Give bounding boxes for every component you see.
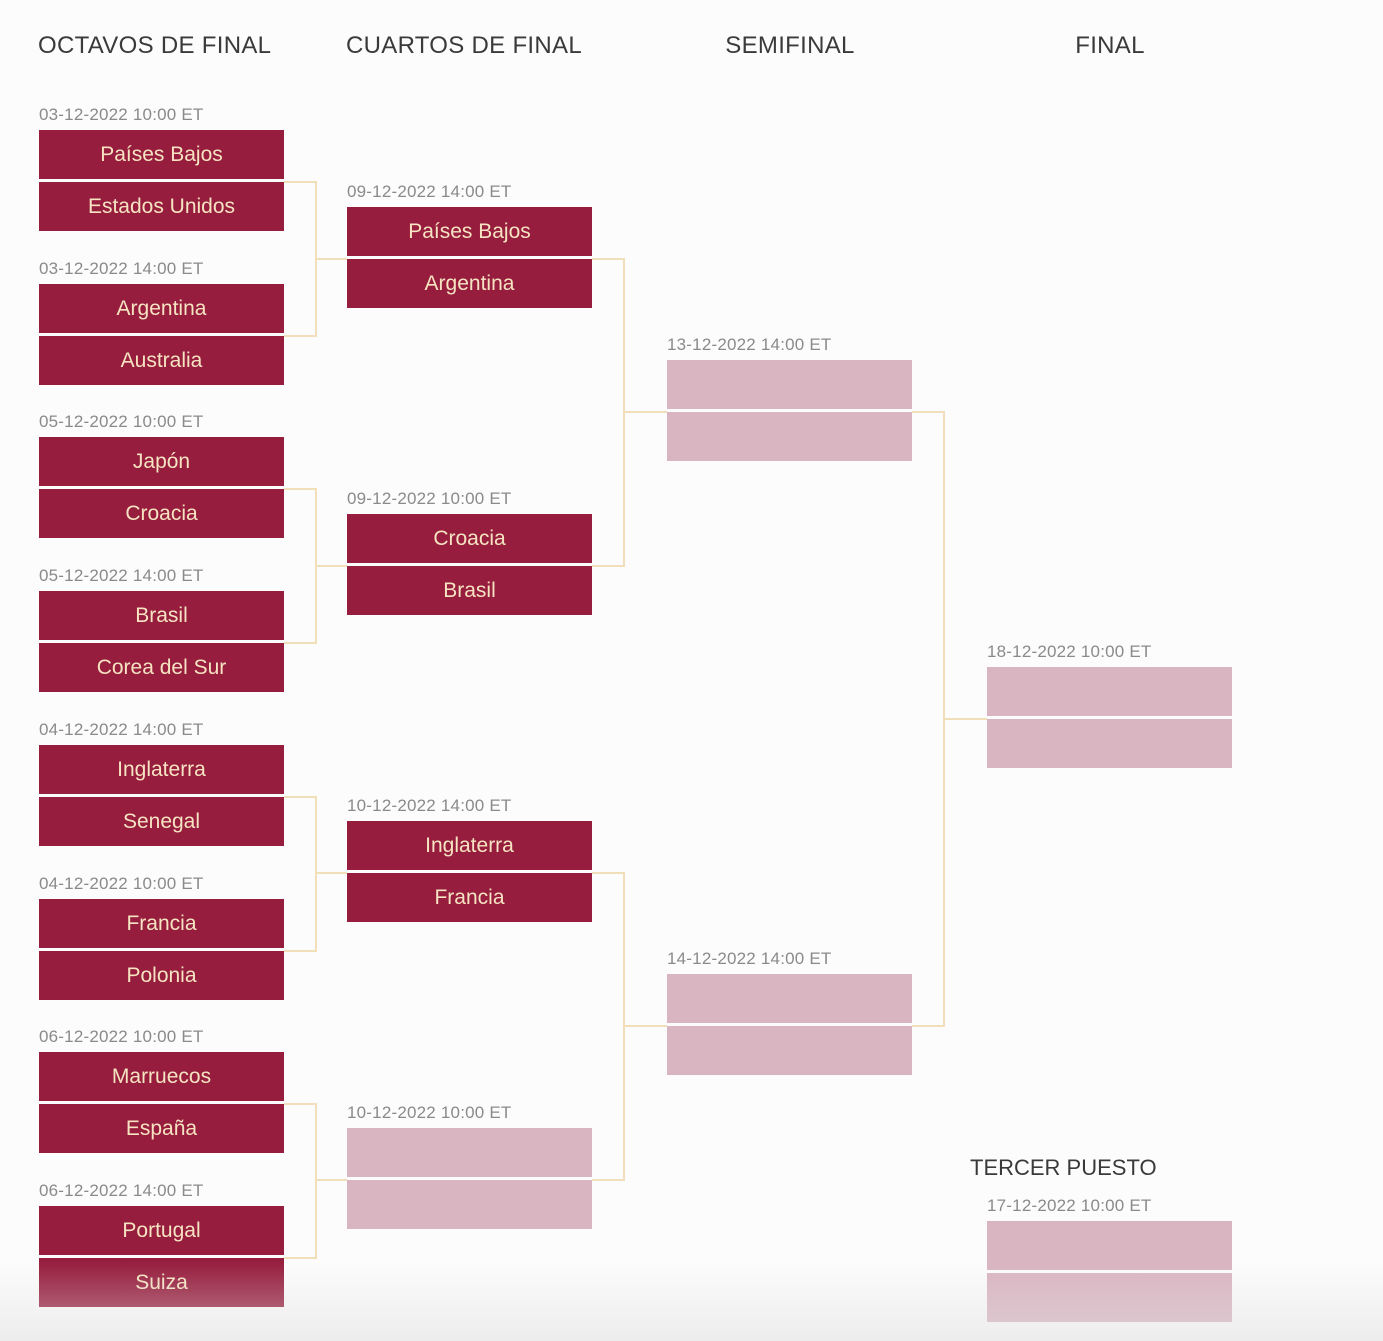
match-tercer-1: 17-12-2022 10:00 ET <box>987 1196 1232 1322</box>
team-slot[interactable]: Francia <box>347 873 592 922</box>
team-slot[interactable]: Estados Unidos <box>39 182 284 231</box>
match-date: 14-12-2022 14:00 ET <box>667 949 832 968</box>
team-slot[interactable]: Inglaterra <box>39 745 284 794</box>
match-cuartos-4: 10-12-2022 10:00 ET <box>347 1103 592 1229</box>
match-date: 13-12-2022 14:00 ET <box>667 335 832 354</box>
team-slot[interactable]: Brasil <box>347 566 592 615</box>
team-slot-empty[interactable] <box>987 667 1232 716</box>
team-slot-empty[interactable] <box>987 1273 1232 1322</box>
bracket-connector <box>284 181 316 183</box>
match-date: 04-12-2022 10:00 ET <box>39 874 204 893</box>
team-slot-empty[interactable] <box>347 1128 592 1177</box>
bracket-connector <box>315 258 347 260</box>
round-title-tercer-puesto: TERCER PUESTO <box>970 1155 1157 1180</box>
bracket-connector <box>592 258 624 260</box>
bracket-connector <box>315 796 317 952</box>
team-slot[interactable]: Australia <box>39 336 284 385</box>
team-slot[interactable]: Brasil <box>39 591 284 640</box>
team-slot[interactable]: Corea del Sur <box>39 643 284 692</box>
match-date: 18-12-2022 10:00 ET <box>987 642 1152 661</box>
team-slot[interactable]: Croacia <box>39 489 284 538</box>
team-slot[interactable]: Croacia <box>347 514 592 563</box>
bracket-connector <box>315 1179 347 1181</box>
team-slot[interactable]: Portugal <box>39 1206 284 1255</box>
bracket-connector <box>284 950 316 952</box>
bracket-connector <box>912 411 944 413</box>
match-date: 06-12-2022 14:00 ET <box>39 1181 204 1200</box>
bracket-connector <box>284 642 316 644</box>
team-slot-empty[interactable] <box>667 360 912 409</box>
bracket-connector <box>592 565 624 567</box>
bracket-connector <box>592 1179 624 1181</box>
bracket-connector <box>623 411 667 413</box>
bracket-connector <box>315 565 347 567</box>
round-title-semifinal: SEMIFINAL <box>725 32 855 59</box>
round-title-octavos: OCTAVOS DE FINAL <box>38 32 272 59</box>
team-slot[interactable]: Senegal <box>39 797 284 846</box>
match-date: 10-12-2022 14:00 ET <box>347 796 512 815</box>
team-slot[interactable]: Polonia <box>39 951 284 1000</box>
team-slot[interactable]: Francia <box>39 899 284 948</box>
team-slot[interactable]: Suiza <box>39 1258 284 1307</box>
match-final-1: 18-12-2022 10:00 ET <box>987 642 1232 768</box>
team-slot[interactable]: Países Bajos <box>39 130 284 179</box>
match-date: 09-12-2022 14:00 ET <box>347 182 512 201</box>
team-slot-empty[interactable] <box>347 1180 592 1229</box>
bracket-connector <box>912 1025 944 1027</box>
team-slot[interactable]: Japón <box>39 437 284 486</box>
bracket-connector <box>284 1103 316 1105</box>
bracket-connector <box>623 1025 667 1027</box>
match-semifinal-1: 13-12-2022 14:00 ET <box>667 335 912 461</box>
match-date: 05-12-2022 14:00 ET <box>39 566 204 585</box>
team-slot-empty[interactable] <box>987 1221 1232 1270</box>
match-date: 06-12-2022 10:00 ET <box>39 1027 204 1046</box>
team-slot[interactable]: Países Bajos <box>347 207 592 256</box>
bracket-connector <box>592 872 624 874</box>
match-date: 03-12-2022 14:00 ET <box>39 259 204 278</box>
match-date: 10-12-2022 10:00 ET <box>347 1103 512 1122</box>
team-slot[interactable]: Argentina <box>39 284 284 333</box>
team-slot-empty[interactable] <box>667 412 912 461</box>
match-date: 09-12-2022 10:00 ET <box>347 489 512 508</box>
team-slot[interactable]: Inglaterra <box>347 821 592 870</box>
team-slot[interactable]: Argentina <box>347 259 592 308</box>
match-date: 17-12-2022 10:00 ET <box>987 1196 1152 1215</box>
team-slot-empty[interactable] <box>987 719 1232 768</box>
bracket-connector <box>284 796 316 798</box>
bracket-connector <box>284 1257 316 1259</box>
bracket-connector <box>943 718 987 720</box>
team-slot-empty[interactable] <box>667 974 912 1023</box>
round-title-final: FINAL <box>1075 32 1145 59</box>
match-date: 03-12-2022 10:00 ET <box>39 105 204 124</box>
match-date: 04-12-2022 14:00 ET <box>39 720 204 739</box>
match-semifinal-2: 14-12-2022 14:00 ET <box>667 949 912 1075</box>
match-date: 05-12-2022 10:00 ET <box>39 412 204 431</box>
team-slot[interactable]: España <box>39 1104 284 1153</box>
round-title-cuartos: CUARTOS DE FINAL <box>346 32 582 59</box>
bracket-connector <box>284 335 316 337</box>
bracket-connector <box>315 872 347 874</box>
bracket-connector <box>284 488 316 490</box>
bracket-connector <box>315 1103 317 1259</box>
team-slot[interactable]: Marruecos <box>39 1052 284 1101</box>
team-slot-empty[interactable] <box>667 1026 912 1075</box>
